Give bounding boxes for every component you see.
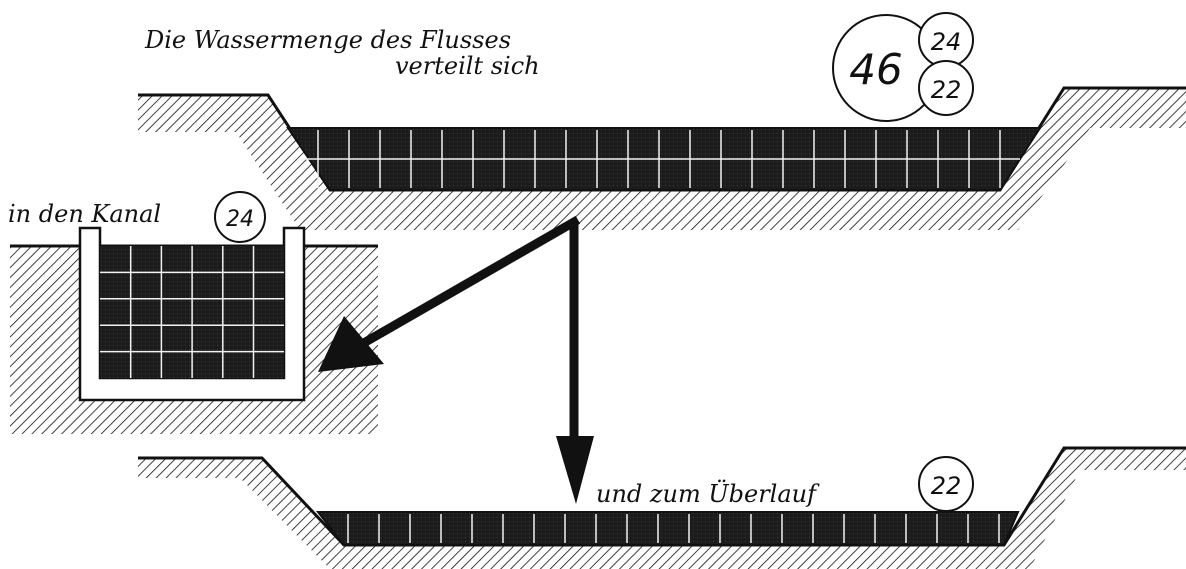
total-circles: 46 24 22 bbox=[832, 12, 974, 122]
flow-arrows bbox=[318, 215, 594, 504]
lower-river-grid bbox=[347, 514, 1000, 543]
overflow-amount-circle bbox=[918, 456, 974, 512]
canal-share-value: 24 bbox=[931, 28, 962, 56]
total-value: 46 bbox=[849, 45, 902, 94]
arrow-to-canal bbox=[318, 215, 581, 372]
canal-grid bbox=[100, 246, 284, 378]
lower-river-bank bbox=[138, 448, 1186, 569]
canal-amount: 24 bbox=[226, 207, 254, 232]
upper-river-bank bbox=[138, 88, 1186, 230]
heading-line-2: verteilt sich bbox=[395, 52, 540, 80]
overflow-share-value: 22 bbox=[931, 76, 962, 104]
heading-line-1: Die Wassermenge des Flusses bbox=[144, 26, 511, 54]
lower-river: und zum Überlauf 22 bbox=[138, 446, 1186, 569]
upper-river-grid bbox=[300, 130, 1020, 188]
overflow-label: und zum Überlauf bbox=[596, 479, 820, 508]
upper-river bbox=[138, 86, 1186, 230]
overflow-amount: 22 bbox=[931, 472, 962, 500]
heading: Die Wassermenge des Flusses verteilt sic… bbox=[144, 26, 540, 80]
overflow-share-circle bbox=[918, 60, 974, 116]
lower-river-water bbox=[315, 511, 1020, 546]
canal-label: in den Kanal bbox=[8, 200, 161, 228]
canal: in den Kanal 24 bbox=[8, 191, 378, 434]
arrow-to-overflow bbox=[556, 222, 594, 504]
canal-amount-circle bbox=[214, 191, 266, 243]
